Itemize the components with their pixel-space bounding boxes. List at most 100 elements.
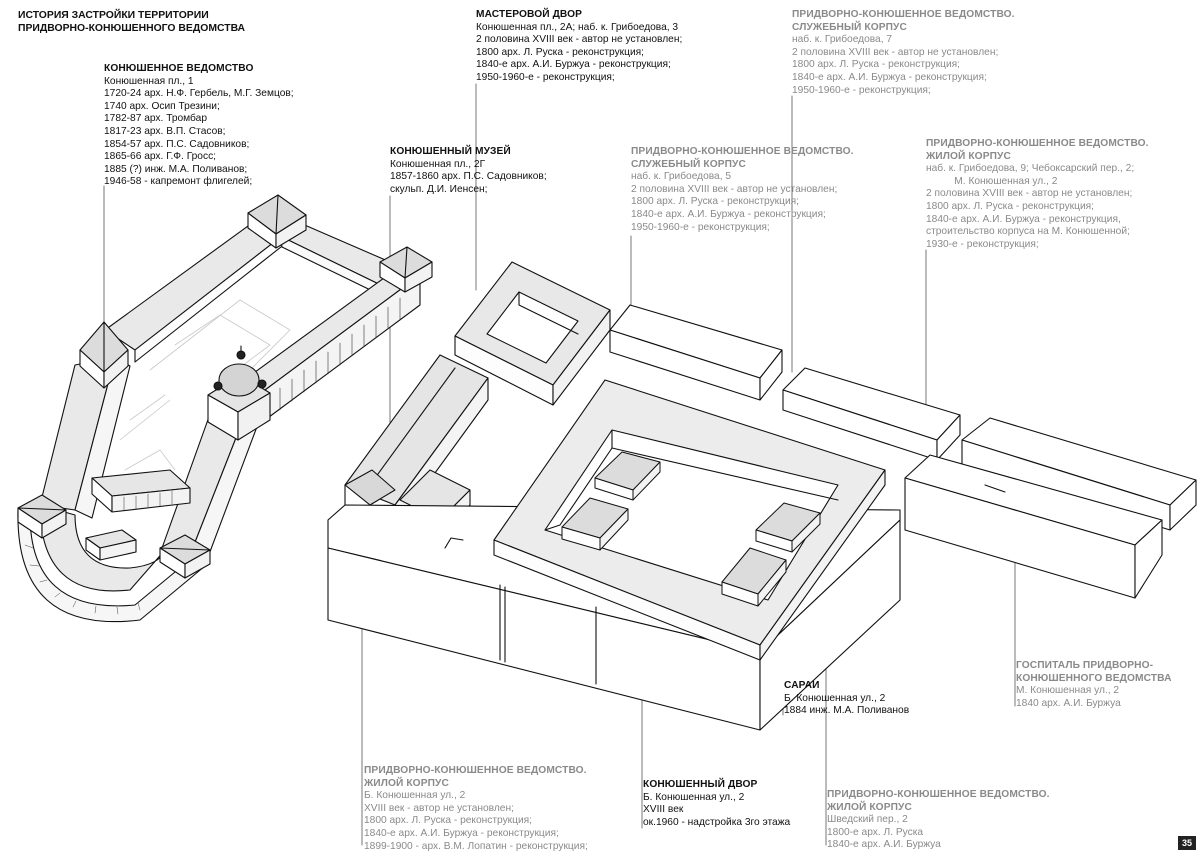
label-line: Б. Конюшенная ул., 2 [784,692,886,704]
label-title: КОНЮШЕННОГО ВЕДОМСТВА [1016,672,1172,684]
label-line: 1782-87 арх. Тромбар [104,113,207,125]
shed-4 [721,547,787,607]
building-sluzhebny-5 [609,304,783,401]
corner-pavilion-ne [247,194,307,249]
label-title: СЛУЖЕБНЫЙ КОРПУС [792,21,907,33]
label-line: 1899-1900 - арх. В.М. Лопатин - реконстр… [364,840,588,852]
label-line: 2 половина XVIII век - автор не установл… [631,183,838,195]
label-line: М. Конюшенная ул., 2 [926,175,1058,187]
label-line: 1800-е арх. Л. Руска [827,826,924,838]
label-title: ГОСПИТАЛЬ ПРИДВОРНО- [1016,660,1154,671]
label-title: ЖИЛОЙ КОРПУС [364,777,449,789]
courtyard-outbuilding-small [85,529,137,561]
corner-pavilion-e [379,246,433,293]
label-title: МАСТЕРОВОЙ ДВОР [476,9,583,20]
label-line: Б. Конюшенная ул., 2 [643,791,745,803]
label-line: наб. к. Грибоедова, 5 [631,171,732,183]
label-title: САРАИ [784,680,820,691]
label-line: 1800 арх. Л. Руска - реконструкция; [364,815,533,827]
label-line: М. Конюшенная ул., 2 [1016,685,1120,697]
label-line: 1840-е арх. А.И. Буржуа - реконструкция; [364,827,559,839]
shed-1 [594,451,661,501]
label-masterovoy-dvor: МАСТЕРОВОЙ ДВОР Конюшенная пл., 2А; наб.… [476,9,682,85]
label-line: 1800 арх. Л. Руска - реконструкция; [476,46,645,58]
label-line: 1840-е арх. А.И. Буржуа - реконструкция; [476,59,671,71]
label-zhiloy-korpus-shvedsky: ПРИДВОРНО-КОНЮШЕННОЕ ВЕДОМСТВО. ЖИЛОЙ КО… [827,789,1050,852]
label-line: 1854-57 арх. П.С. Садовников; [104,138,250,150]
label-line: Конюшенная пл., 2А; наб. к. Грибоедова, … [476,21,679,33]
label-line: Конюшенная пл., 1 [104,75,194,87]
label-line: 1840-е арх. А.И. Буржуа - реконструкция, [926,213,1121,225]
label-line: Конюшенная пл., 2Г [390,158,486,170]
corner-pavilion-se [159,534,211,579]
label-line: 1950-1960-е - реконструкция; [476,71,615,83]
label-line: 1720-24 арх. Н.Ф. Гербель, М.Г. Земцов; [104,88,294,100]
curved-wing-rhythm [24,544,141,615]
label-line: 1740 арх. Осип Трезини; [104,100,220,112]
label-line: наб. к. Грибоедова, 9; Чебоксарский пер.… [926,163,1135,175]
label-konyushennoe-vedomstvo: КОНЮШЕННОЕ ВЕДОМСТВО Конюшенная пл., 1 1… [104,63,294,189]
label-line: Шведский пер., 2 [827,814,908,826]
page-title-line-1: ИСТОРИЯ ЗАСТРОЙКИ ТЕРРИТОРИИ [18,10,209,21]
label-line: строительство корпуса на М. Конюшенной; [926,226,1130,238]
label-line: 1800 арх. Л. Руска - реконструкция; [926,200,1095,212]
label-line: наб. к. Грибоедова, 7 [792,34,893,46]
label-title: КОНЮШЕННЫЙ МУЗЕЙ [390,146,511,157]
building-hospital [904,454,1163,599]
label-line: 1857-1860 арх. П.С. Садовников; [390,171,547,183]
corner-pavilion-sw [17,494,67,539]
label-title: ЖИЛОЙ КОРПУС [827,801,912,813]
page-title: ИСТОРИЯ ЗАСТРОЙКИ ТЕРРИТОРИИ ПРИДВОРНО-К… [18,9,245,35]
label-zhiloy-korpus-9: ПРИДВОРНО-КОНЮШЕННОЕ ВЕДОМСТВО. ЖИЛОЙ КО… [926,138,1149,251]
label-line: 2 половина XVIII век - автор не установл… [926,188,1133,200]
page-title-line-2: ПРИДВОРНО-КОНЮШЕННОГО ВЕДОМСТВА [18,23,246,34]
arcade-rhythm [279,297,401,411]
courtyard-outbuilding-long [91,469,191,513]
building-konyushennoe-vedomstvo [17,194,433,623]
label-line: 2 половина XVIII век - автор не установл… [792,46,999,58]
label-title: ЖИЛОЙ КОРПУС [926,150,1011,162]
shed-2 [561,497,629,551]
label-konyushenny-muzey: КОНЮШЕННЫЙ МУЗЕЙ Конюшенная пл., 2Г 1857… [390,146,547,196]
label-line: 1840 арх. А.И. Буржуа [1016,697,1121,709]
label-title: ПРИДВОРНО-КОНЮШЕННОЕ ВЕДОМСТВО. [631,146,854,157]
label-line: 1950-1960-е - реконструкция; [631,221,770,233]
label-line: 1885 (?) инж. М.А. Поливанов; [104,163,248,175]
label-line: 1840-е арх. А.И. Буржуа - реконструкция; [792,71,987,83]
courtyard-plan-lines [119,299,291,471]
building-sarai [561,451,821,607]
label-line: 1930-е - реконструкция; [926,238,1039,250]
label-sluzhebny-korpus-7: ПРИДВОРНО-КОНЮШЕННОЕ ВЕДОМСТВО. СЛУЖЕБНЫ… [792,9,1015,97]
label-line: 1884 инж. М.А. Поливанов [784,705,910,717]
shed-3 [755,502,821,553]
label-konyushenny-dvor: КОНЮШЕННЫЙ ДВОР Б. Конюшенная ул., 2 XVI… [643,779,790,829]
label-line: 2 половина XVIII век - автор не установл… [476,34,683,46]
label-line: 1865-66 арх. Г.Ф. Гросс; [104,151,216,163]
label-line: 1800 арх. Л. Руска - реконструкция; [631,196,800,208]
label-line: Б. Конюшенная ул., 2 [364,790,466,802]
corner-pavilion-nw [79,321,129,389]
label-line: 1800 арх. Л. Руска - реконструкция; [792,59,961,71]
label-line: 1840-е арх. А.И. Буржуа - реконструкция; [631,208,826,220]
label-line: XVIII век - автор не установлен; [364,802,514,814]
label-line: 1817-23 арх. В.П. Стасов; [104,125,226,137]
label-title: КОНЮШЕННЫЙ ДВОР [643,779,758,790]
page-number: 35 [1178,836,1196,850]
label-line: 1840-е арх. А.И. Буржуа [827,839,941,851]
label-zhiloy-korpus-b-konyushennaya: ПРИДВОРНО-КОНЮШЕННОЕ ВЕДОМСТВО. ЖИЛОЙ КО… [364,765,588,853]
label-title: ПРИДВОРНО-КОНЮШЕННОЕ ВЕДОМСТВО. [827,789,1050,800]
label-line: 1950-1960-е - реконструкция; [792,84,931,96]
label-title: КОНЮШЕННОЕ ВЕДОМСТВО [104,63,254,74]
label-title: ПРИДВОРНО-КОНЮШЕННОЕ ВЕДОМСТВО. [926,138,1149,149]
label-line: XVIII век [643,804,684,816]
label-line: скульп. Д.И. Иенсен; [390,183,488,195]
label-title: ПРИДВОРНО-КОНЮШЕННОЕ ВЕДОМСТВО. [792,9,1015,20]
label-line: 1946-58 - капремонт флигелей; [104,176,253,188]
label-sluzhebny-korpus-5: ПРИДВОРНО-КОНЮШЕННОЕ ВЕДОМСТВО. СЛУЖЕБНЫ… [631,146,854,234]
label-line: ок.1960 - надстройка 3го этажа [643,816,791,828]
label-title: ПРИДВОРНО-КОНЮШЕННОЕ ВЕДОМСТВО. [364,765,587,776]
label-gospital: ГОСПИТАЛЬ ПРИДВОРНО- КОНЮШЕННОГО ВЕДОМСТ… [1016,660,1172,710]
label-sarai: САРАИ Б. Конюшенная ул., 2 1884 инж. М.А… [784,680,909,718]
label-title: СЛУЖЕБНЫЙ КОРПУС [631,158,746,170]
